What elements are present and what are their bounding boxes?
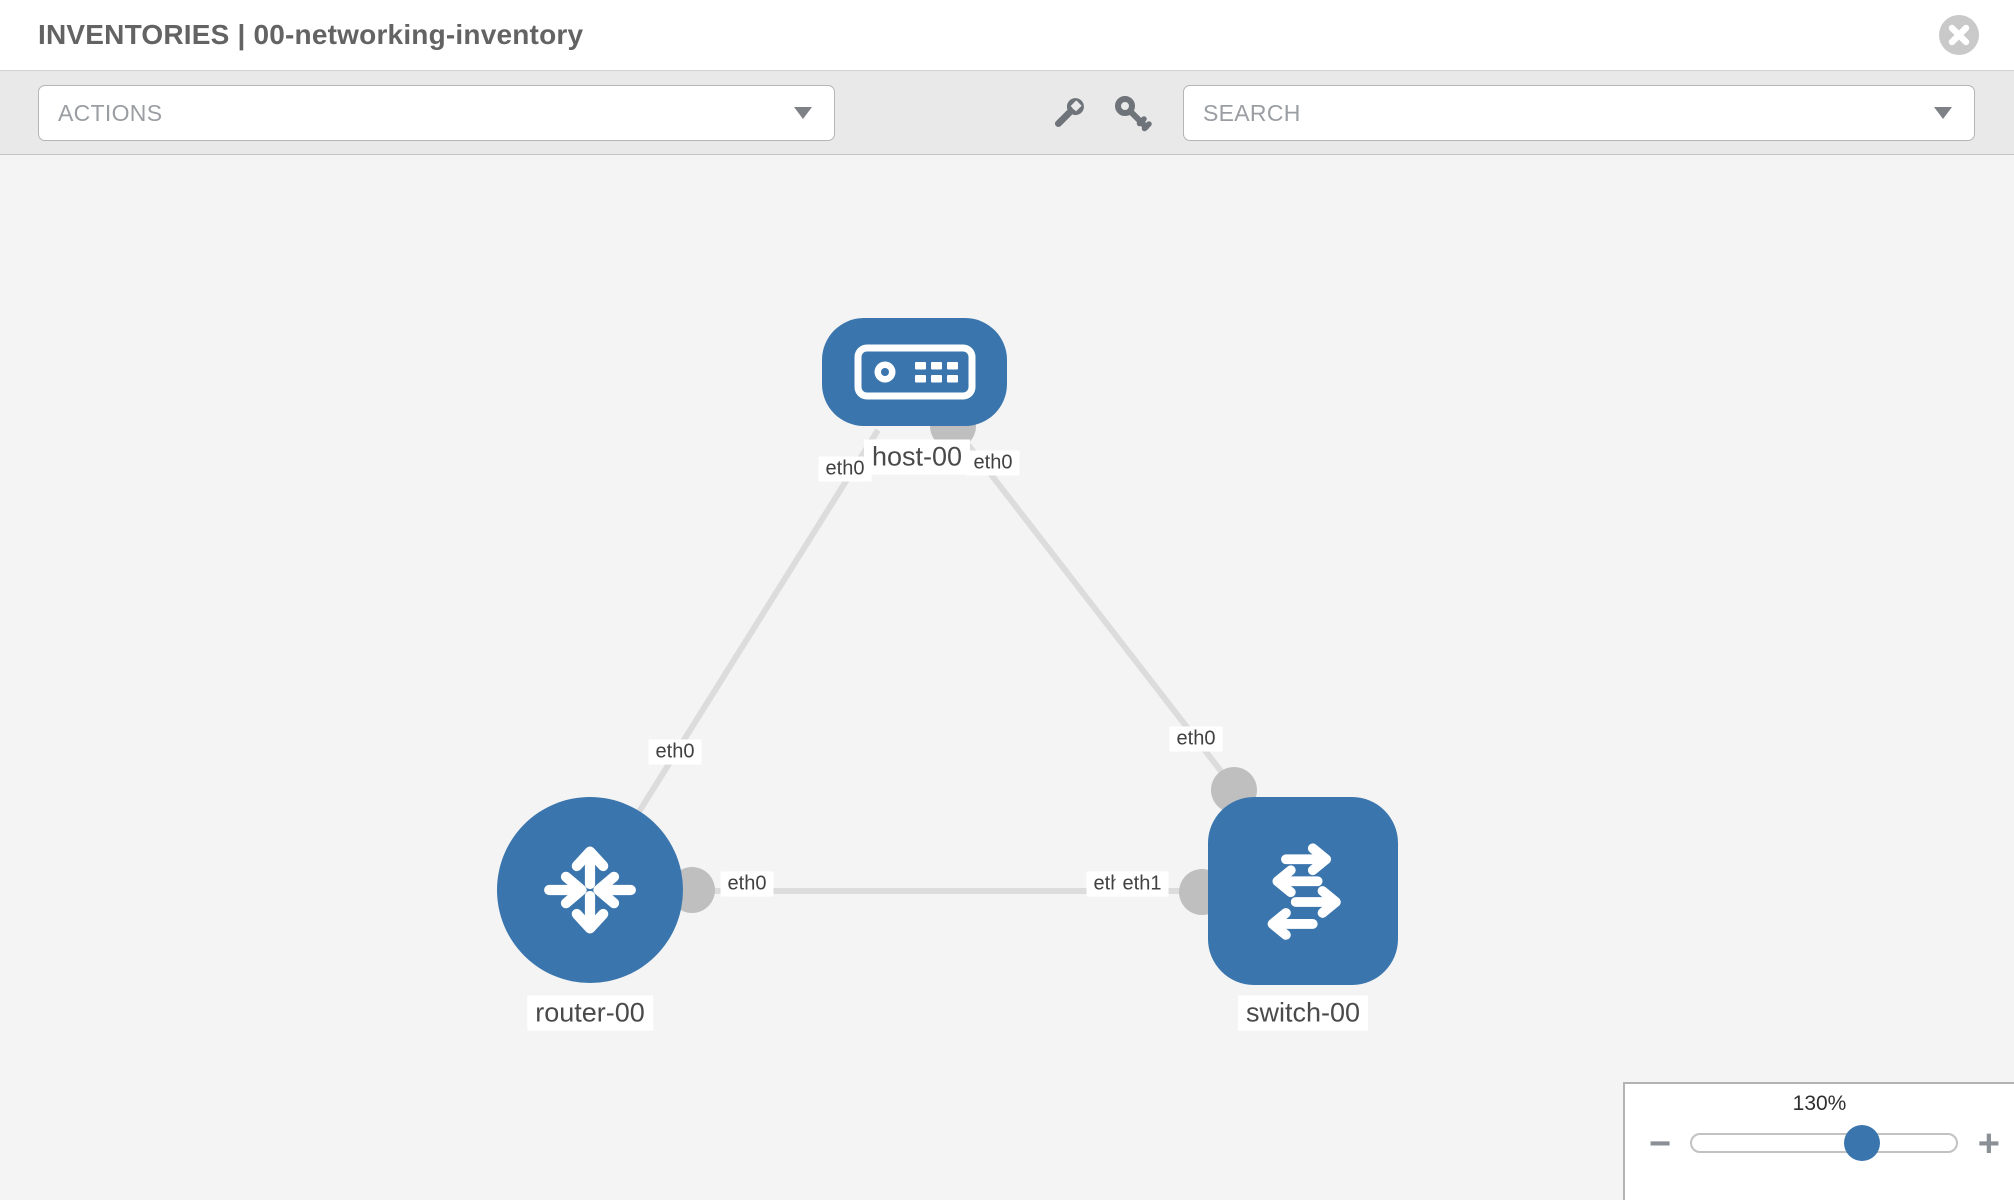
zoom-slider-handle[interactable] <box>1844 1125 1880 1161</box>
chevron-down-icon <box>794 107 812 119</box>
node-label-switch: switch-00 <box>1237 995 1369 1031</box>
key-icon[interactable] <box>1112 93 1154 135</box>
zoom-level-value: 130% <box>1792 1092 1847 1115</box>
topology-edges <box>587 426 1303 894</box>
close-icon <box>1948 24 1970 46</box>
zoom-out-button[interactable]: − <box>1649 1123 1672 1165</box>
interface-label: eth0 <box>648 739 702 765</box>
interface-label: eth0 <box>818 456 872 482</box>
zoom-in-button[interactable]: + <box>1977 1123 2000 1165</box>
search-dropdown[interactable]: SEARCH <box>1183 85 1975 141</box>
node-host-00[interactable] <box>822 318 1007 426</box>
host-icon <box>854 344 975 400</box>
interface-label: eth1 <box>1115 871 1169 897</box>
toolbar: ACTIONS SEARCH <box>0 71 2014 155</box>
page-title: INVENTORIES | 00-networking-inventory <box>38 19 584 50</box>
close-button[interactable] <box>1939 15 1979 55</box>
link-host-switch <box>952 426 1258 817</box>
node-label-router: router-00 <box>527 995 653 1031</box>
node-label-host: host-00 <box>863 439 971 475</box>
switch-icon <box>1267 843 1341 940</box>
interface-label: eth0 <box>966 450 1020 476</box>
zoom-control-panel: 130% − + <box>1623 1082 2014 1200</box>
router-icon <box>544 846 636 934</box>
wrench-icon[interactable] <box>1047 93 1089 135</box>
interface-label: eth0 <box>720 871 774 897</box>
interface-label: eth0 <box>1169 726 1223 752</box>
actions-dropdown[interactable]: ACTIONS <box>38 85 835 141</box>
chevron-down-icon <box>1934 107 1952 119</box>
search-dropdown-label: SEARCH <box>1203 99 1301 126</box>
header-bar: INVENTORIES | 00-networking-inventory <box>0 0 2014 71</box>
zoom-slider-track[interactable] <box>1690 1133 1958 1153</box>
topology-canvas[interactable]: host-00 router-00 switch-00 eth0 eth0 et… <box>0 155 2014 1200</box>
actions-dropdown-label: ACTIONS <box>58 99 163 126</box>
node-router-00[interactable] <box>497 797 683 983</box>
node-switch-00[interactable] <box>1208 797 1398 985</box>
